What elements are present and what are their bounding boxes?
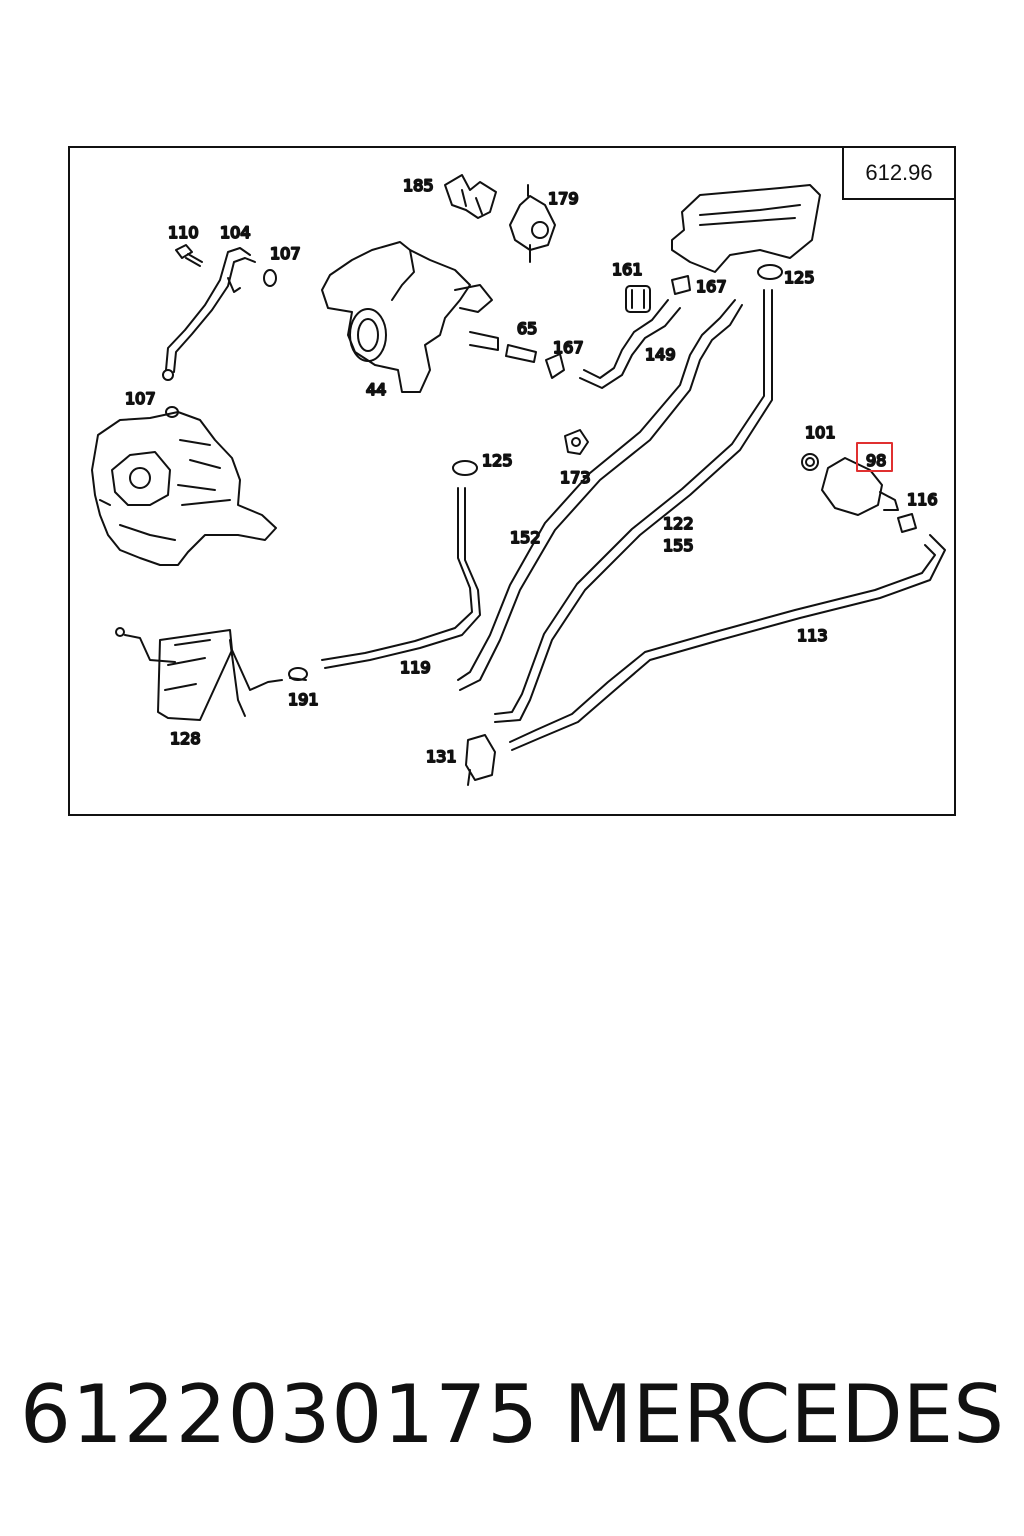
hose-119 [324,487,481,669]
seal-ring-107-top [263,269,277,287]
clamp-125b [452,460,478,476]
brand-name: MERCEDES [563,1368,1004,1461]
heat-exchanger-128 [115,627,283,721]
label-119: 119 [400,658,431,677]
label-44: 44 [366,380,386,399]
fitting-65 [505,344,537,363]
label-125-mid: 125 [482,451,513,470]
label-125-top: 125 [784,268,815,287]
label-98-highlighted: 98 [866,451,886,470]
label-155: 155 [663,536,694,555]
clamp-167a [671,275,691,295]
label-167-top: 167 [696,277,727,296]
pipe-104 [162,247,256,381]
hose-149 [579,307,681,389]
seal-161 [625,285,651,313]
label-128: 128 [170,729,201,748]
label-122: 122 [663,514,694,533]
label-161: 161 [612,260,643,279]
hose-122-inner [494,289,765,715]
label-107-top: 107 [270,244,301,263]
label-110: 110 [168,223,199,242]
hose-122 [494,289,773,723]
vent-valve-179 [509,184,556,263]
hose-152 [459,304,743,691]
clamp-191 [288,667,308,681]
label-152: 152 [510,528,541,547]
thermostat-housing [321,241,499,393]
clamp-167b [545,353,565,379]
label-113: 113 [797,626,828,645]
label-173: 173 [560,468,591,487]
footer: 6122030175 MERCEDES [0,1368,1024,1478]
hose-119-inner [321,487,473,661]
bracket-131 [465,734,496,786]
diagram-code: 612.96 [865,160,933,185]
label-149: 149 [645,345,676,364]
clamp-173 [564,429,589,455]
engine-block [91,411,277,566]
label-116: 116 [907,490,938,509]
bolt-110 [175,244,203,267]
diagram-code-box: 612.96 [842,146,956,200]
pressure-valve-98 [801,453,899,516]
label-167-mid: 167 [553,338,584,357]
hose-149-inner [583,299,669,379]
part-number: 6122030175 [20,1368,539,1461]
hose-113 [511,534,946,751]
label-104: 104 [220,223,251,242]
hose-113-inner [509,544,936,743]
label-65: 65 [517,319,537,338]
hose-152-inner [457,299,736,681]
label-179: 179 [548,189,579,208]
diagram-frame [68,146,956,816]
label-185: 185 [403,176,434,195]
coolant-housing [671,184,821,273]
clamp-125a [757,264,783,280]
clamp-116 [897,513,917,533]
label-191: 191 [288,690,319,709]
label-107-bottom: 107 [125,389,156,408]
highlight-box [856,442,893,472]
label-131: 131 [426,747,457,766]
label-101: 101 [805,423,836,442]
clip-185 [444,174,497,219]
